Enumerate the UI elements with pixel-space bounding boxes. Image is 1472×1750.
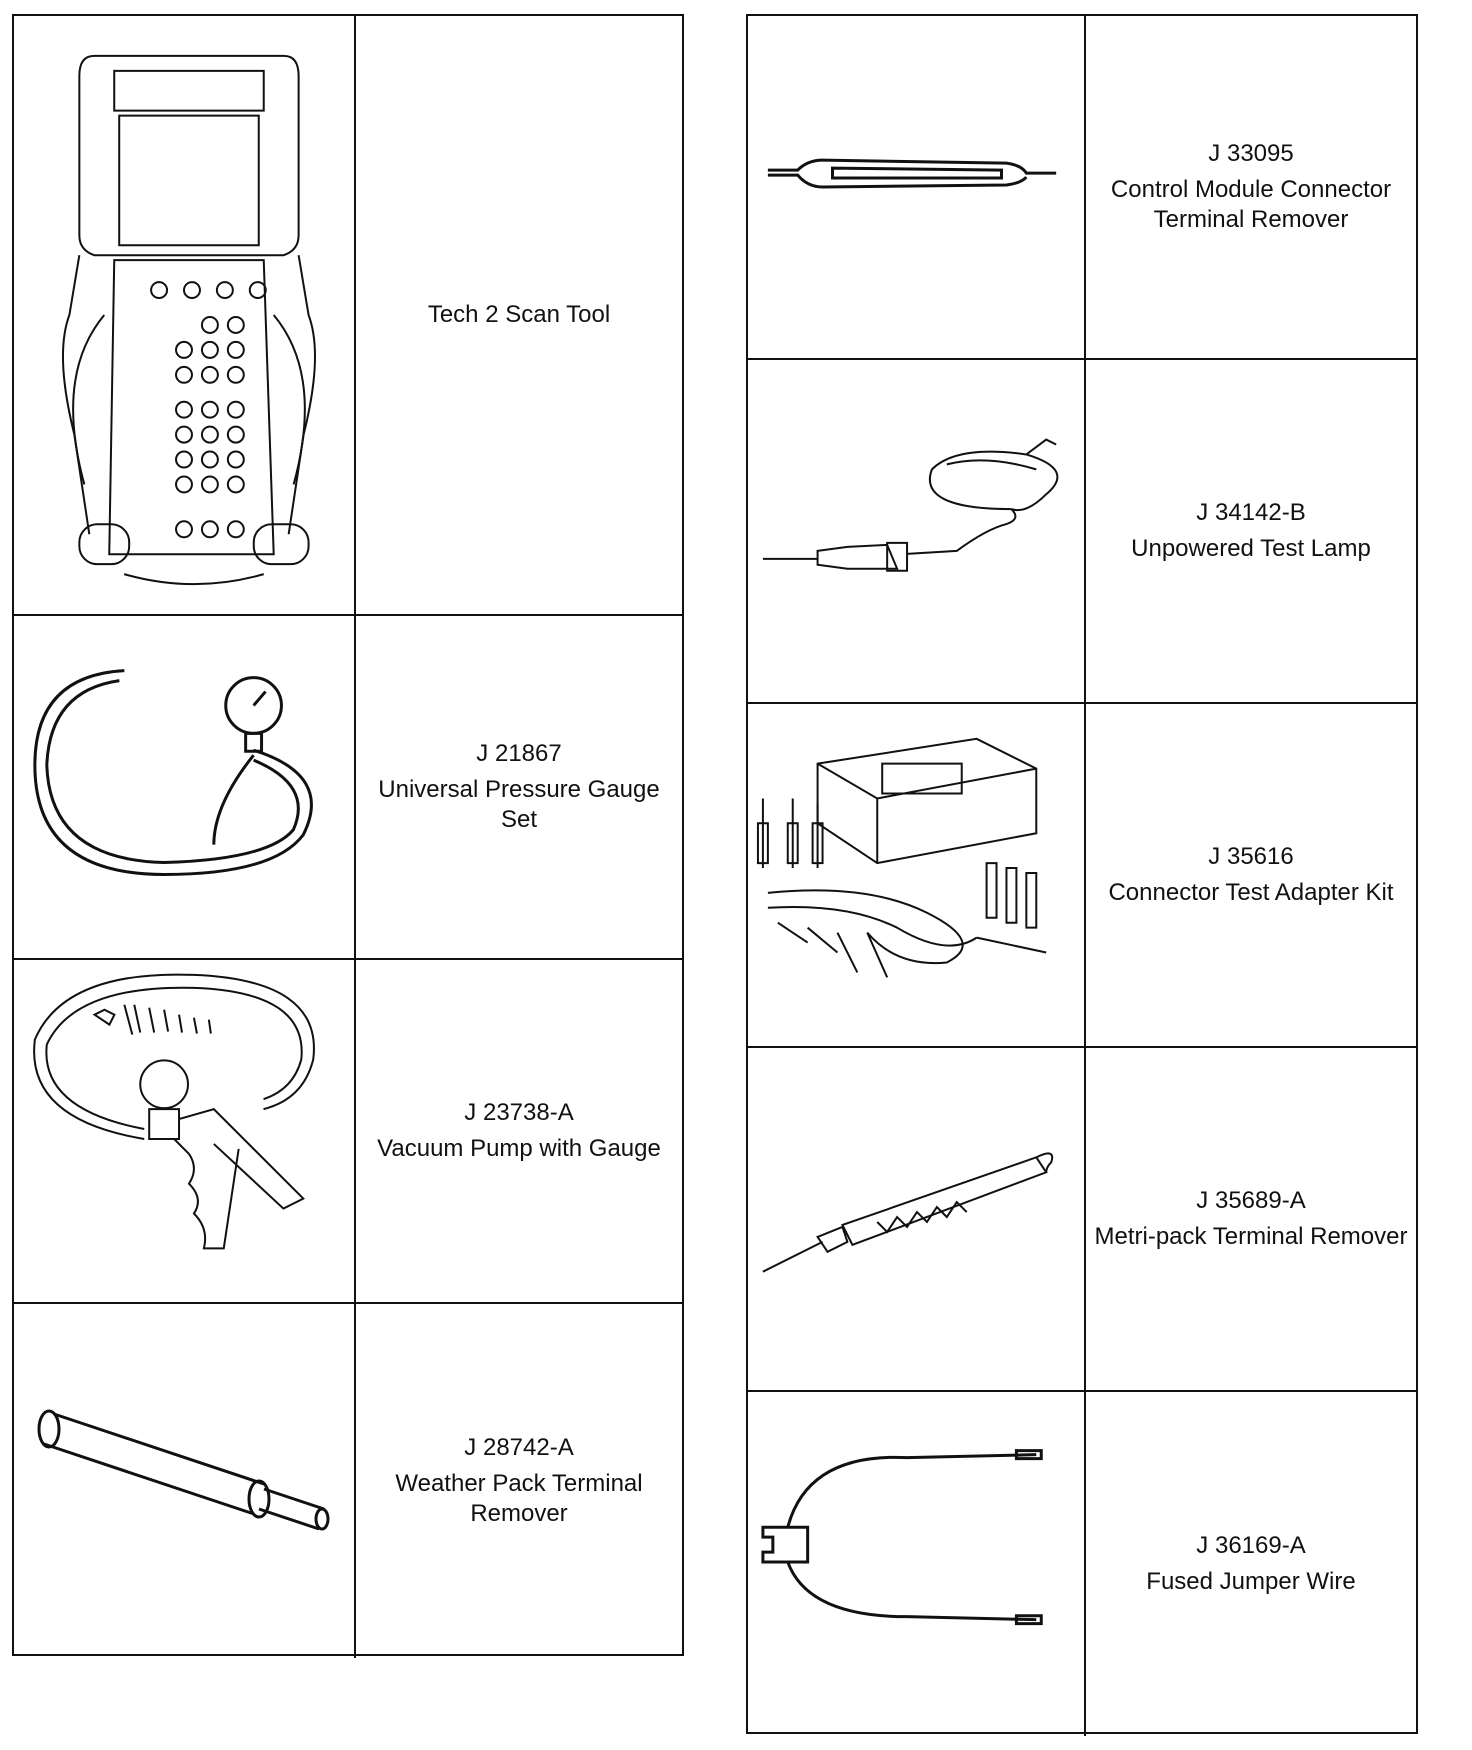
tool-name: Connector Test Adapter Kit	[1108, 879, 1394, 906]
tool-name: Fused Jumper Wire	[1146, 1568, 1356, 1595]
test-lamp-icon	[748, 360, 1084, 702]
pressure-gauge-icon	[14, 616, 354, 958]
tool-text-cell: J 34142-B Unpowered Test Lamp	[1086, 360, 1416, 702]
tool-row: J 23738-A Vacuum Pump with Gauge	[14, 960, 682, 1304]
tool-text-cell: J 35616 Connector Test Adapter Kit	[1086, 704, 1416, 1046]
tool-number: J 35616	[1208, 843, 1294, 870]
tool-image-cell	[748, 704, 1086, 1046]
tool-text-cell: J 36169-A Fused Jumper Wire	[1086, 1392, 1416, 1736]
tool-number: J 28742-A	[464, 1434, 574, 1461]
tool-image-cell	[14, 16, 356, 614]
jumper-wire-icon	[748, 1392, 1084, 1736]
tool-image-cell	[748, 16, 1086, 358]
vacuum-pump-icon	[14, 960, 354, 1302]
tool-row: J 35616 Connector Test Adapter Kit	[748, 704, 1416, 1048]
adapter-kit-icon	[748, 704, 1084, 1046]
tool-image-cell	[748, 1048, 1086, 1390]
tool-text-cell: J 21867 Universal Pressure Gauge Set	[356, 616, 682, 958]
connector-remover-icon	[748, 16, 1084, 358]
tool-text-cell: J 33095 Control Module Connector Termina…	[1086, 16, 1416, 358]
scan-tool-icon	[14, 16, 354, 614]
tool-image-cell	[14, 1304, 356, 1658]
tool-name: Unpowered Test Lamp	[1131, 535, 1371, 562]
left-tools-table: Tech 2 Scan Tool J 21867 Universal Press…	[12, 14, 684, 1658]
tool-image-cell	[14, 616, 356, 958]
tool-name: Metri-pack Terminal Remover	[1094, 1223, 1408, 1250]
tool-name: Vacuum Pump with Gauge	[377, 1135, 661, 1162]
metripack-remover-icon	[748, 1048, 1084, 1390]
tool-name: Universal Pressure Gauge Set	[378, 776, 660, 833]
right-tools-table: J 33095 Control Module Connector Termina…	[746, 14, 1418, 1736]
tool-name: Tech 2 Scan Tool	[427, 301, 611, 328]
tool-row: J 21867 Universal Pressure Gauge Set	[14, 616, 682, 960]
tool-image-cell	[748, 360, 1086, 702]
tool-image-cell	[14, 960, 356, 1302]
tool-text-cell: J 28742-A Weather Pack Terminal Remover	[356, 1304, 682, 1658]
tool-text-cell: J 23738-A Vacuum Pump with Gauge	[356, 960, 682, 1302]
tool-text-cell: Tech 2 Scan Tool	[356, 16, 682, 614]
tool-number: J 35689-A	[1196, 1187, 1306, 1214]
tool-image-cell	[748, 1392, 1086, 1736]
tool-row: J 36169-A Fused Jumper Wire	[748, 1392, 1416, 1736]
tool-number: J 23738-A	[464, 1099, 574, 1126]
tool-name: Control Module Connector Terminal Remove…	[1110, 176, 1392, 233]
tool-row: J 35689-A Metri-pack Terminal Remover	[748, 1048, 1416, 1392]
tool-number: J 34142-B	[1196, 499, 1306, 526]
tool-name: Weather Pack Terminal Remover	[395, 1470, 643, 1527]
tool-text-cell: J 35689-A Metri-pack Terminal Remover	[1086, 1048, 1416, 1390]
tool-row: J 33095 Control Module Connector Termina…	[748, 16, 1416, 360]
tool-row: J 28742-A Weather Pack Terminal Remover	[14, 1304, 682, 1658]
tool-number: J 33095	[1208, 140, 1294, 167]
tool-number: J 36169-A	[1196, 1532, 1306, 1559]
terminal-remover-icon	[14, 1304, 354, 1658]
tool-number: J 21867	[476, 740, 562, 767]
tool-row: J 34142-B Unpowered Test Lamp	[748, 360, 1416, 704]
tool-row: Tech 2 Scan Tool	[14, 16, 682, 616]
